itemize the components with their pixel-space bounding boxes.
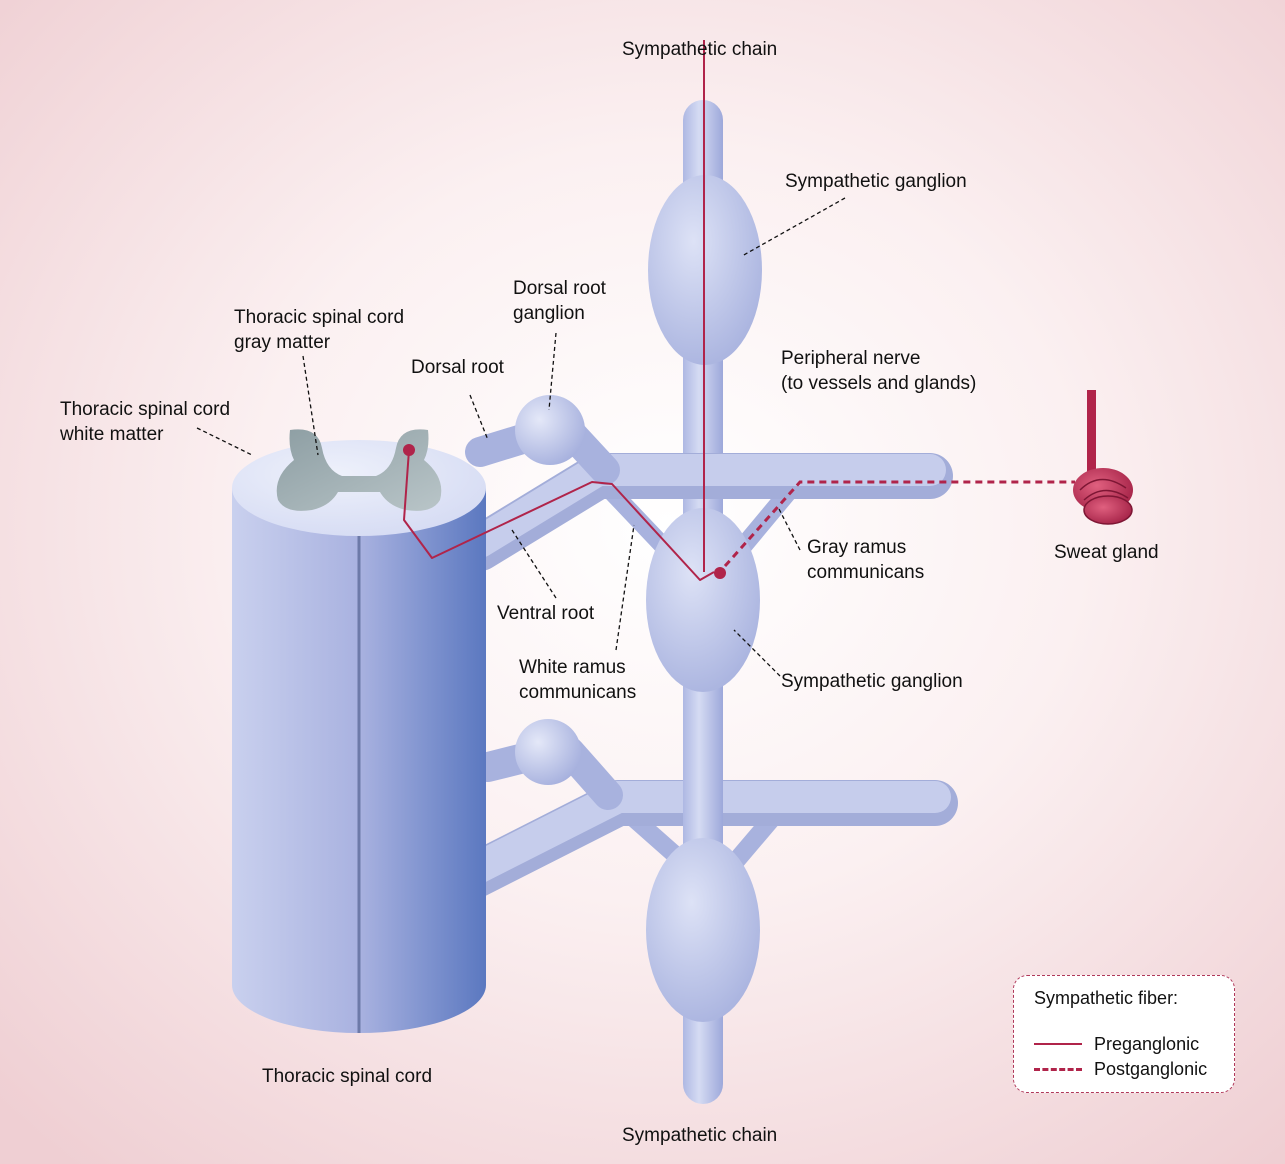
legend-preganglionic-label: Preganglonic xyxy=(1094,1034,1199,1055)
label-ventral-root: Ventral root xyxy=(497,601,594,626)
legend-row-postganglionic: Postganglonic xyxy=(1034,1057,1207,1081)
legend-row-preganglionic: Preganglonic xyxy=(1034,1032,1199,1056)
label-gray-ramus: Gray ramus communicans xyxy=(807,535,924,585)
label-sympathetic-chain-top: Sympathetic chain xyxy=(622,37,777,62)
legend-postganglionic-label: Postganglonic xyxy=(1094,1059,1207,1080)
legend: Sympathetic fiber: Preganglonic Postgang… xyxy=(1013,975,1235,1093)
lower-sympathetic-ganglion xyxy=(646,838,760,1022)
label-thoracic-spinal-cord: Thoracic spinal cord xyxy=(262,1064,432,1089)
postganglionic-cell-body xyxy=(714,567,726,579)
label-peripheral-nerve: Peripheral nerve (to vessels and glands) xyxy=(781,346,976,396)
label-white-matter: Thoracic spinal cord white matter xyxy=(60,397,230,447)
label-dorsal-root-ganglion: Dorsal root ganglion xyxy=(513,276,606,326)
label-gray-matter: Thoracic spinal cord gray matter xyxy=(234,305,404,355)
label-dorsal-root: Dorsal root xyxy=(411,355,504,380)
label-white-ramus: White ramus communicans xyxy=(519,655,636,705)
label-sweat-gland: Sweat gland xyxy=(1054,540,1159,565)
preganglionic-cell-body xyxy=(403,444,415,456)
legend-title: Sympathetic fiber: xyxy=(1034,988,1178,1009)
lower-dorsal-root-ganglion xyxy=(515,719,581,785)
thoracic-spinal-cord xyxy=(232,429,486,1033)
label-sympathetic-chain-bottom: Sympathetic chain xyxy=(622,1123,777,1148)
label-sympathetic-ganglion-top: Sympathetic ganglion xyxy=(785,169,967,194)
legend-dashed-line-swatch xyxy=(1034,1068,1082,1071)
label-sympathetic-ganglion-mid: Sympathetic ganglion xyxy=(781,669,963,694)
legend-solid-line-swatch xyxy=(1034,1043,1082,1045)
